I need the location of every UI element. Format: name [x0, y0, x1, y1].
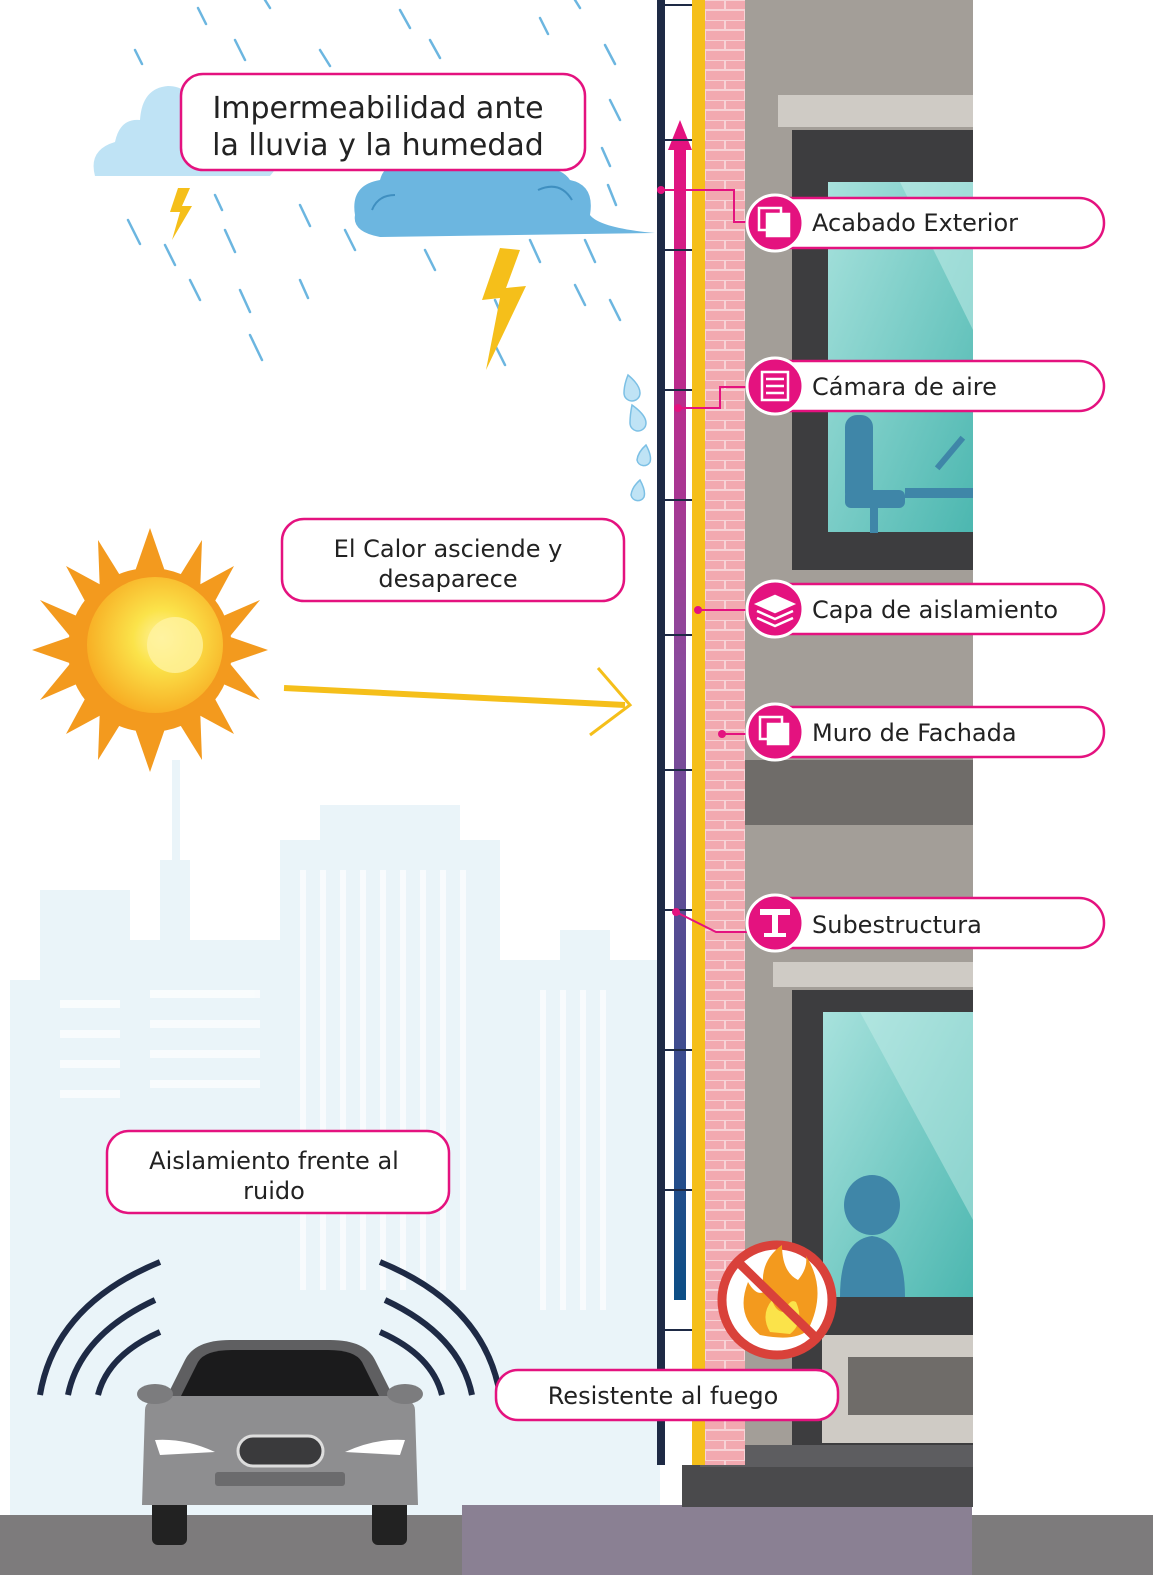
facade-wall-icon [758, 715, 790, 746]
layer-label-insulation: Capa de aislamiento [745, 579, 1106, 639]
layer-label-text: Cámara de aire [812, 373, 997, 401]
water-droplets [623, 373, 652, 502]
car-icon [37, 1259, 503, 1545]
insulation-layer-icon [753, 594, 797, 628]
no-fire-icon [717, 1240, 837, 1360]
layer-label-text: Capa de aislamiento [812, 596, 1058, 624]
fire-callout: Resistente al fuego [494, 1368, 840, 1422]
person-silhouette [840, 1175, 905, 1297]
heat-callout: El Calor asciende y desaparece [280, 517, 626, 603]
substructure-icon [760, 909, 790, 937]
pavement [462, 1505, 972, 1575]
exterior-cladding [657, 0, 665, 1465]
fire-callout-label: Resistente al fuego [548, 1382, 779, 1410]
noise-callout: Aislamiento frente al ruido [105, 1129, 451, 1215]
airflow-arrow-head [668, 120, 692, 150]
exterior-finish-icon [757, 206, 791, 238]
rain-callout-line1: Impermeabilidad ante [212, 91, 543, 126]
heat-arrow [283, 667, 633, 737]
leader-dots [657, 186, 726, 916]
layer-label-substructure: Subestructura [745, 893, 1106, 953]
heat-callout-line2: desaparece [378, 565, 517, 593]
noise-callout-line2: ruido [243, 1177, 305, 1205]
noise-callout-line1: Aislamiento frente al [149, 1147, 399, 1175]
heat-callout-line1: El Calor asciende y [334, 535, 563, 563]
lightning-bolts [170, 188, 526, 370]
layer-label-text: Acabado Exterior [812, 209, 1018, 237]
lower-window-glass [823, 1012, 973, 1297]
substructure-brackets [657, 4, 692, 1331]
cloud-large [354, 158, 655, 237]
layer-label-air-chamber: Cámara de aire [745, 356, 1106, 416]
facade-layers [657, 0, 745, 1465]
layer-label-facade-wall: Muro de Fachada [745, 702, 1106, 762]
office-chair-silhouette [845, 415, 973, 533]
layer-label-text: Subestructura [812, 911, 982, 939]
layer-label-exterior-finish: Acabado Exterior [745, 193, 1106, 253]
layer-leader-lines [661, 189, 748, 933]
city-windows [60, 870, 606, 1310]
sun-icon [32, 528, 268, 772]
rain-callout-line2: la lluvia y la humedad [212, 128, 544, 163]
rain-callout: Impermeabilidad ante la lluvia y la hume… [179, 72, 587, 172]
insulation-layer [692, 0, 705, 1465]
layer-label-text: Muro de Fachada [812, 719, 1017, 747]
ventilated-air-chamber [674, 150, 686, 1300]
air-chamber-icon [760, 370, 790, 402]
